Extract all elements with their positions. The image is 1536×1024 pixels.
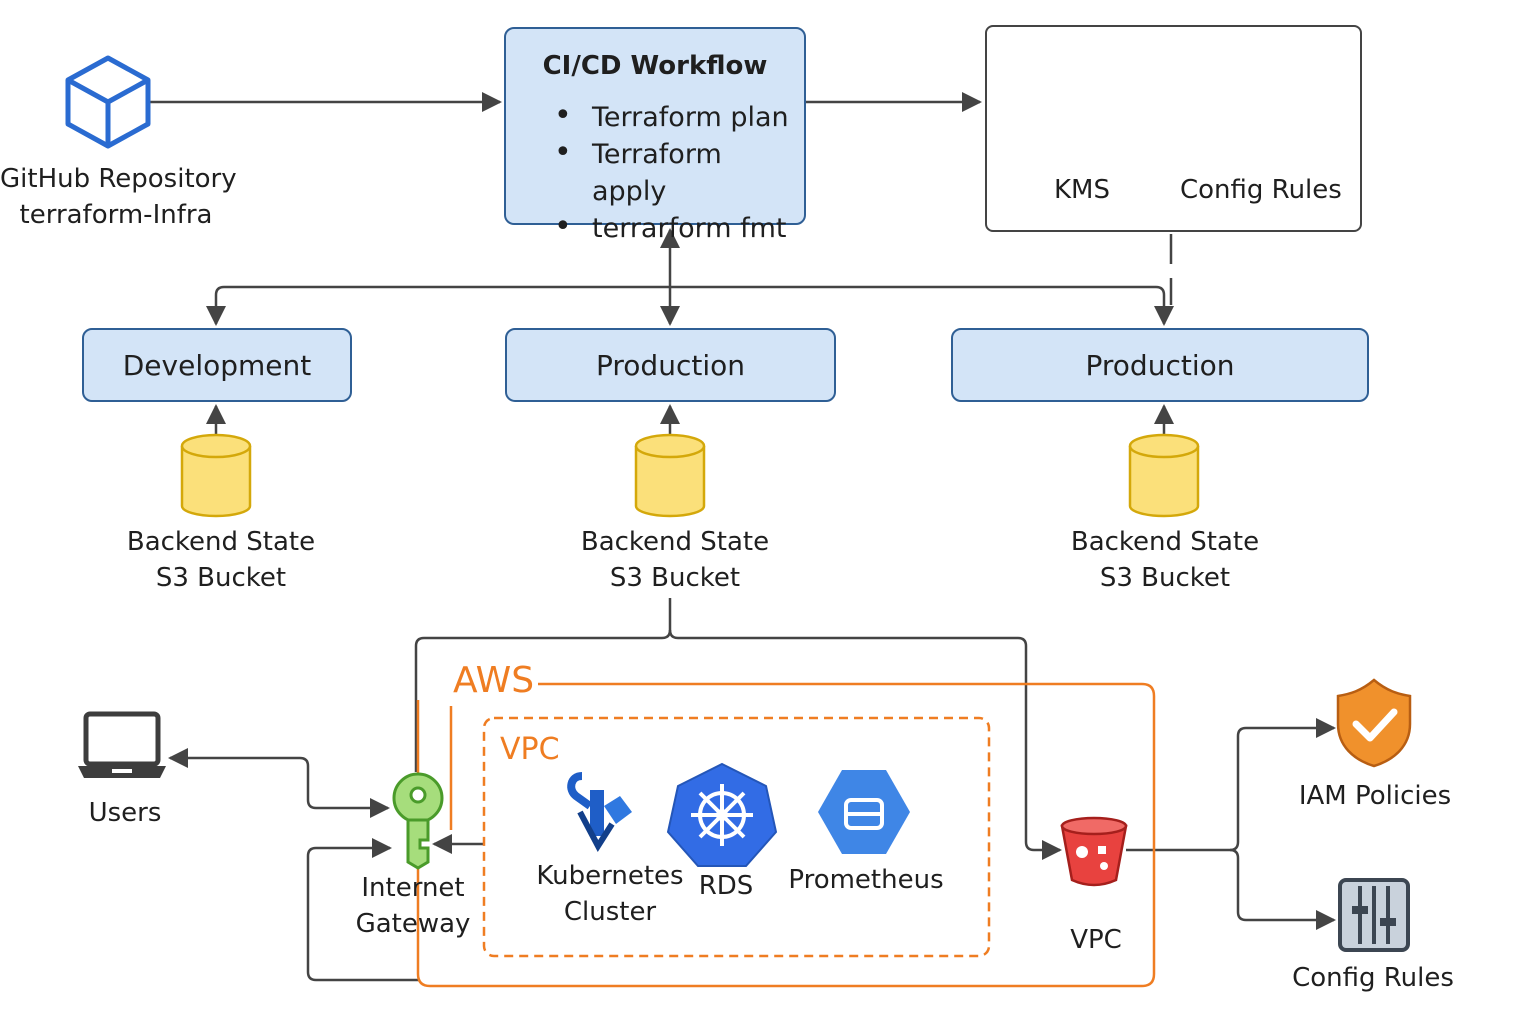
environment-label: Production: [596, 348, 745, 382]
environment-development: Development: [82, 328, 352, 402]
repository-name: GitHub Repository: [0, 164, 237, 194]
cicd-step: terrarform fmt: [526, 208, 804, 247]
backend-state-label-prod: Backend State S3 Bucket: [570, 524, 780, 596]
users-gateway-arrow: [168, 748, 390, 818]
environment-production-2: Production: [951, 328, 1369, 402]
rds-label: RDS: [698, 871, 754, 901]
security-services-box: [985, 25, 1362, 232]
kubernetes-cluster-icon: [567, 772, 632, 852]
bucket-icon-prod: [634, 433, 706, 518]
backend-state-label-dev: Backend State S3 Bucket: [116, 524, 326, 596]
k8s-line1: Kubernetes: [536, 861, 684, 891]
loop-to-gateway-arrow: [306, 838, 420, 982]
users-label: Users: [88, 798, 162, 828]
backend-line2: S3 Bucket: [1099, 563, 1231, 593]
cicd-step: Terraform apply: [526, 134, 804, 210]
config-rules-label: Config Rules: [1180, 175, 1342, 205]
bucket-icon-dev: [180, 433, 252, 518]
cicd-steps: Terraform plan Terraform apply terrarfor…: [526, 97, 804, 247]
environment-production: Production: [505, 328, 836, 402]
gateway-line1: Internet: [361, 873, 465, 903]
bucket-icon-prod2: [1128, 433, 1200, 518]
repository-slug: terraform-Infra: [19, 200, 213, 230]
repository-label: GitHub Repository terraform-Infra: [0, 161, 237, 233]
vpc-to-config-arrow: [1229, 848, 1336, 930]
laptop-icon: [78, 711, 166, 778]
repository-cube-icon: [65, 55, 151, 149]
backend-line1: Backend State: [1070, 527, 1260, 557]
environment-label: Production: [1085, 348, 1235, 382]
branch-to-development-arrow: [206, 285, 670, 326]
k8s-line2: Cluster: [563, 897, 657, 927]
vpc-boundary: [482, 716, 991, 958]
iam-check-shield-icon: [1336, 678, 1412, 768]
environment-label: Development: [122, 348, 312, 382]
gateway-key-icon: [392, 772, 444, 870]
iam-policies-label: IAM Policies: [1298, 781, 1452, 811]
vpc-bucket-label: VPC: [1070, 925, 1122, 955]
backend-state-label-prod2: Backend State S3 Bucket: [1060, 524, 1270, 596]
config-rules-bottom-label: Config Rules: [1292, 963, 1454, 993]
rds-helm-icon: [666, 762, 778, 867]
cicd-title: CI/CD Workflow: [542, 51, 768, 81]
branch-to-production-right-arrow: [670, 285, 1174, 326]
connectors: [150, 92, 1336, 982]
cicd-step: Terraform plan: [526, 97, 804, 136]
gateway-label: Internet Gateway: [340, 870, 486, 942]
backend-line1: Backend State: [580, 527, 770, 557]
bucket2-to-vpc-arrow: [668, 629, 1062, 860]
aws-boundary: [416, 682, 1156, 988]
prometheus-label: Prometheus: [788, 865, 944, 895]
cicd-workflow-box: CI/CD Workflow Terraform plan Terraform …: [504, 27, 806, 245]
kms-label: KMS: [1054, 175, 1110, 205]
prometheus-hexagon-icon: [818, 770, 910, 854]
kubernetes-cluster-label: Kubernetes Cluster: [530, 858, 690, 930]
backend-line1: Backend State: [126, 527, 316, 557]
backend-line2: S3 Bucket: [609, 563, 741, 593]
vpc-title: VPC: [500, 732, 560, 767]
config-rules-sliders-icon: [1338, 878, 1410, 952]
gateway-line2: Gateway: [355, 909, 471, 939]
vpc-bucket-icon: [1060, 816, 1128, 887]
backend-line2: S3 Bucket: [155, 563, 287, 593]
aws-title: AWS: [449, 660, 539, 701]
